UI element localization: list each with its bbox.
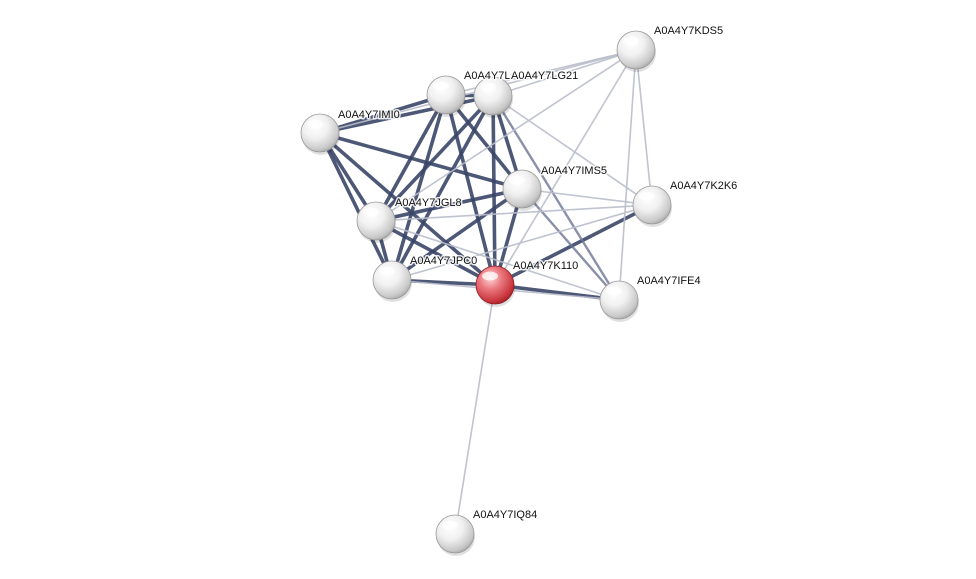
- node-sphere[interactable]: [426, 75, 466, 115]
- node-label-halo: A0A4Y7IFE4: [637, 275, 701, 287]
- node-highlight: [307, 119, 323, 129]
- node-sphere[interactable]: [632, 185, 672, 225]
- edge-imi0-ims5[interactable]: [318, 131, 524, 191]
- edge-kds5-jgl8[interactable]: [375, 49, 637, 222]
- edge-jgl8-k110[interactable]: [374, 219, 497, 287]
- node-kds5[interactable]: [616, 30, 656, 72]
- node-k110[interactable]: [475, 265, 515, 307]
- node-label-jpc0: A0A4Y7JPC0: [410, 255, 477, 267]
- node-highlight: [480, 82, 496, 92]
- node-k2k6[interactable]: [632, 185, 672, 227]
- node-label-halo: A0A4Y7IMS5: [541, 165, 607, 177]
- node-highlight: [379, 266, 395, 276]
- edge-lg21-jgl8[interactable]: [374, 94, 495, 223]
- edge-imi0-k110[interactable]: [318, 131, 497, 287]
- edge-k110-k2k6[interactable]: [493, 203, 654, 287]
- node-iq84[interactable]: [435, 514, 475, 556]
- node-jpc0[interactable]: [372, 260, 412, 302]
- edge-lg21-jpc0[interactable]: [390, 94, 495, 282]
- node-label-halo: A0A4Y7K110: [513, 260, 578, 272]
- node-label-halo: A0A4Y7IMI0: [338, 109, 400, 121]
- edge-jpc0-ims5[interactable]: [390, 187, 524, 282]
- edge-lg21-k2k6[interactable]: [492, 95, 653, 206]
- node-label-imi0: A0A4Y7IMI0: [338, 109, 400, 121]
- node-label-ims5: A0A4Y7IMS5: [541, 165, 607, 177]
- edge-ims5-k2k6[interactable]: [521, 188, 653, 206]
- node-imi0[interactable]: [300, 113, 340, 155]
- node-highlight: [363, 207, 379, 217]
- node-label-halo: A0A4Y7JGL8: [395, 197, 462, 209]
- edge-k110-iq84[interactable]: [454, 284, 496, 535]
- node-label-halo: A0A4Y7LG21: [511, 70, 578, 82]
- node-highlight: [639, 191, 655, 201]
- node-label-k2k6: A0A4Y7K2K6: [670, 180, 737, 192]
- edge-ims5-ife4[interactable]: [520, 187, 621, 302]
- node-label-halo: A0A4Y7IQ84: [473, 509, 537, 521]
- node-highlight: [509, 175, 525, 185]
- edge-imi0-jpc0[interactable]: [318, 131, 394, 282]
- edge-lg21a-ims5[interactable]: [444, 93, 524, 191]
- node-sphere[interactable]: [502, 169, 542, 209]
- query-node-sphere[interactable]: [475, 265, 515, 305]
- node-label-halo: A0A4Y7KDS5: [654, 25, 723, 37]
- node-sphere[interactable]: [616, 30, 656, 70]
- edge-jgl8-ims5[interactable]: [374, 187, 524, 223]
- node-label-iq84: A0A4Y7IQ84: [473, 509, 537, 521]
- edge-jgl8-k2k6[interactable]: [375, 204, 653, 222]
- node-label-lg21: A0A4Y7LG21: [511, 70, 578, 82]
- node-sphere[interactable]: [599, 280, 639, 320]
- node-highlight: [606, 286, 622, 296]
- node-sphere[interactable]: [435, 514, 475, 554]
- edge-kds5-k2k6[interactable]: [635, 49, 653, 206]
- edge-jgl8-ife4[interactable]: [375, 220, 620, 301]
- node-highlight: [433, 81, 449, 91]
- node-highlight: [623, 36, 639, 46]
- node-ife4[interactable]: [599, 280, 639, 322]
- edge-lg21a-jpc0[interactable]: [390, 93, 448, 282]
- node-lg21[interactable]: [473, 76, 513, 118]
- node-lg21a[interactable]: [426, 75, 466, 117]
- edge-lg21a-jgl8[interactable]: [374, 93, 448, 223]
- edge-jpc0-k2k6[interactable]: [391, 204, 653, 281]
- node-label-halo: A0A4Y7K2K6: [670, 180, 737, 192]
- edge-kds5-k110[interactable]: [494, 49, 637, 286]
- node-sphere[interactable]: [372, 260, 412, 300]
- edge-kds5-ife4[interactable]: [618, 49, 637, 301]
- node-label-halo: A0A4Y7L: [464, 70, 510, 82]
- node-label-jgl8: A0A4Y7JGL8: [395, 197, 462, 209]
- node-highlight: [482, 271, 498, 281]
- node-highlight: [442, 520, 458, 530]
- node-label-ife4: A0A4Y7IFE4: [637, 275, 701, 287]
- node-label-kds5: A0A4Y7KDS5: [654, 25, 723, 37]
- node-jgl8[interactable]: [356, 201, 396, 243]
- edge-lg21-k110[interactable]: [491, 94, 497, 287]
- edge-lg21-kds5[interactable]: [492, 49, 637, 97]
- edge-imi0-lg21[interactable]: [318, 94, 495, 135]
- node-sphere[interactable]: [473, 76, 513, 116]
- node-label-k110: A0A4Y7K110: [513, 260, 578, 272]
- node-sphere[interactable]: [356, 201, 396, 241]
- node-label-halo: A0A4Y7JPC0: [410, 255, 477, 267]
- node-label-lg21a: A0A4Y7L: [464, 70, 510, 82]
- node-ims5[interactable]: [502, 169, 542, 211]
- node-sphere[interactable]: [300, 113, 340, 153]
